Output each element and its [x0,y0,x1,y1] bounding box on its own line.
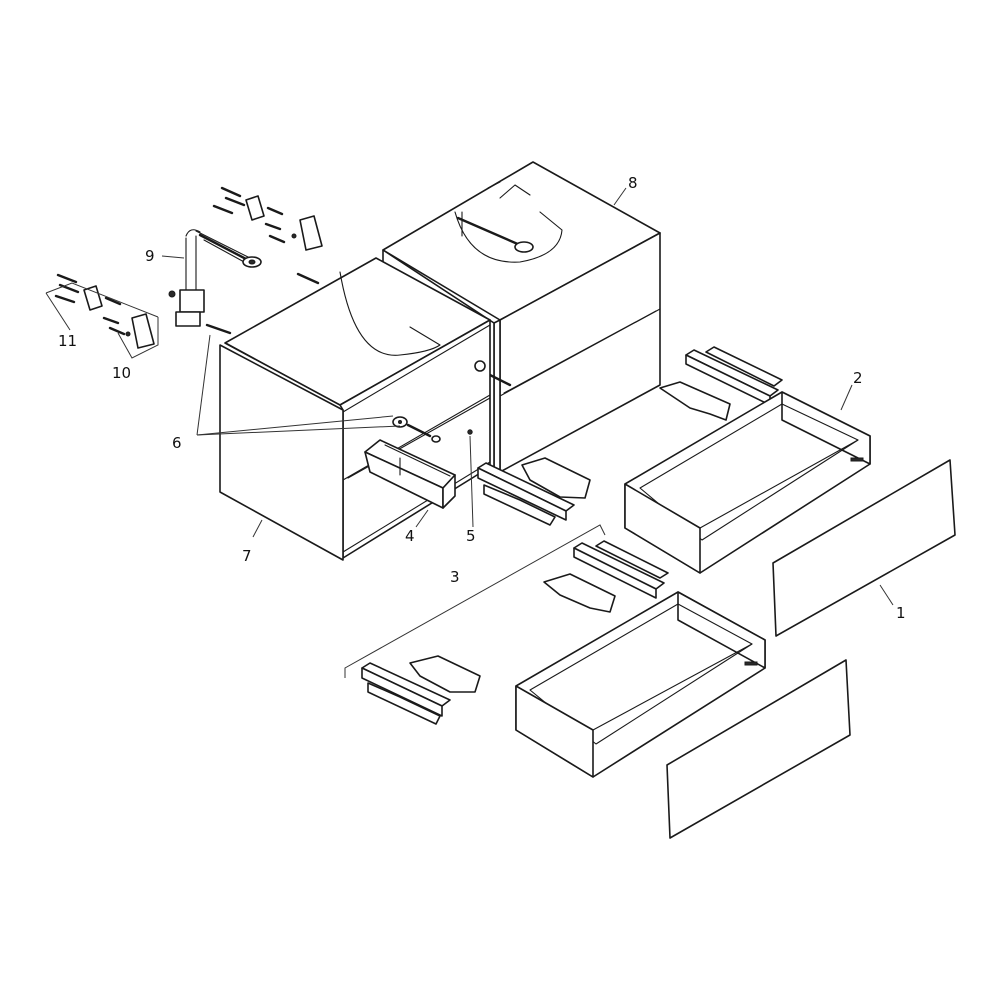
part-1-upper-drawer-front [772,459,956,637]
label-5: 5 [466,527,476,545]
part-labels: 1 2 3 4 5 6 7 8 9 10 11 [58,174,906,622]
drawer-runners-lower [344,524,669,725]
part-3-lower-drawer-box [515,591,766,778]
label-1: 1 [896,604,906,622]
drawer-runners-upper [477,346,783,526]
label-3: 3 [450,568,460,586]
part-9-siphon [168,229,262,327]
lower-drawer-front [666,659,851,839]
label-2: 2 [853,369,863,387]
label-7: 7 [242,547,252,565]
part-2-upper-drawer-box [624,391,871,574]
label-6: 6 [172,434,182,452]
leader-lines [161,187,894,606]
mounting-brackets-lower [45,273,159,359]
label-8: 8 [628,174,638,192]
part-7-left-cabinet [219,257,491,561]
label-4: 4 [405,527,415,545]
part-8-right-cabinet [382,161,661,473]
mounting-brackets-upper [212,186,323,251]
label-9: 9 [145,247,155,265]
part-6-screws [205,272,441,443]
label-11: 11 [58,332,77,350]
part-4-tray [364,439,456,509]
label-10: 10 [112,364,131,382]
